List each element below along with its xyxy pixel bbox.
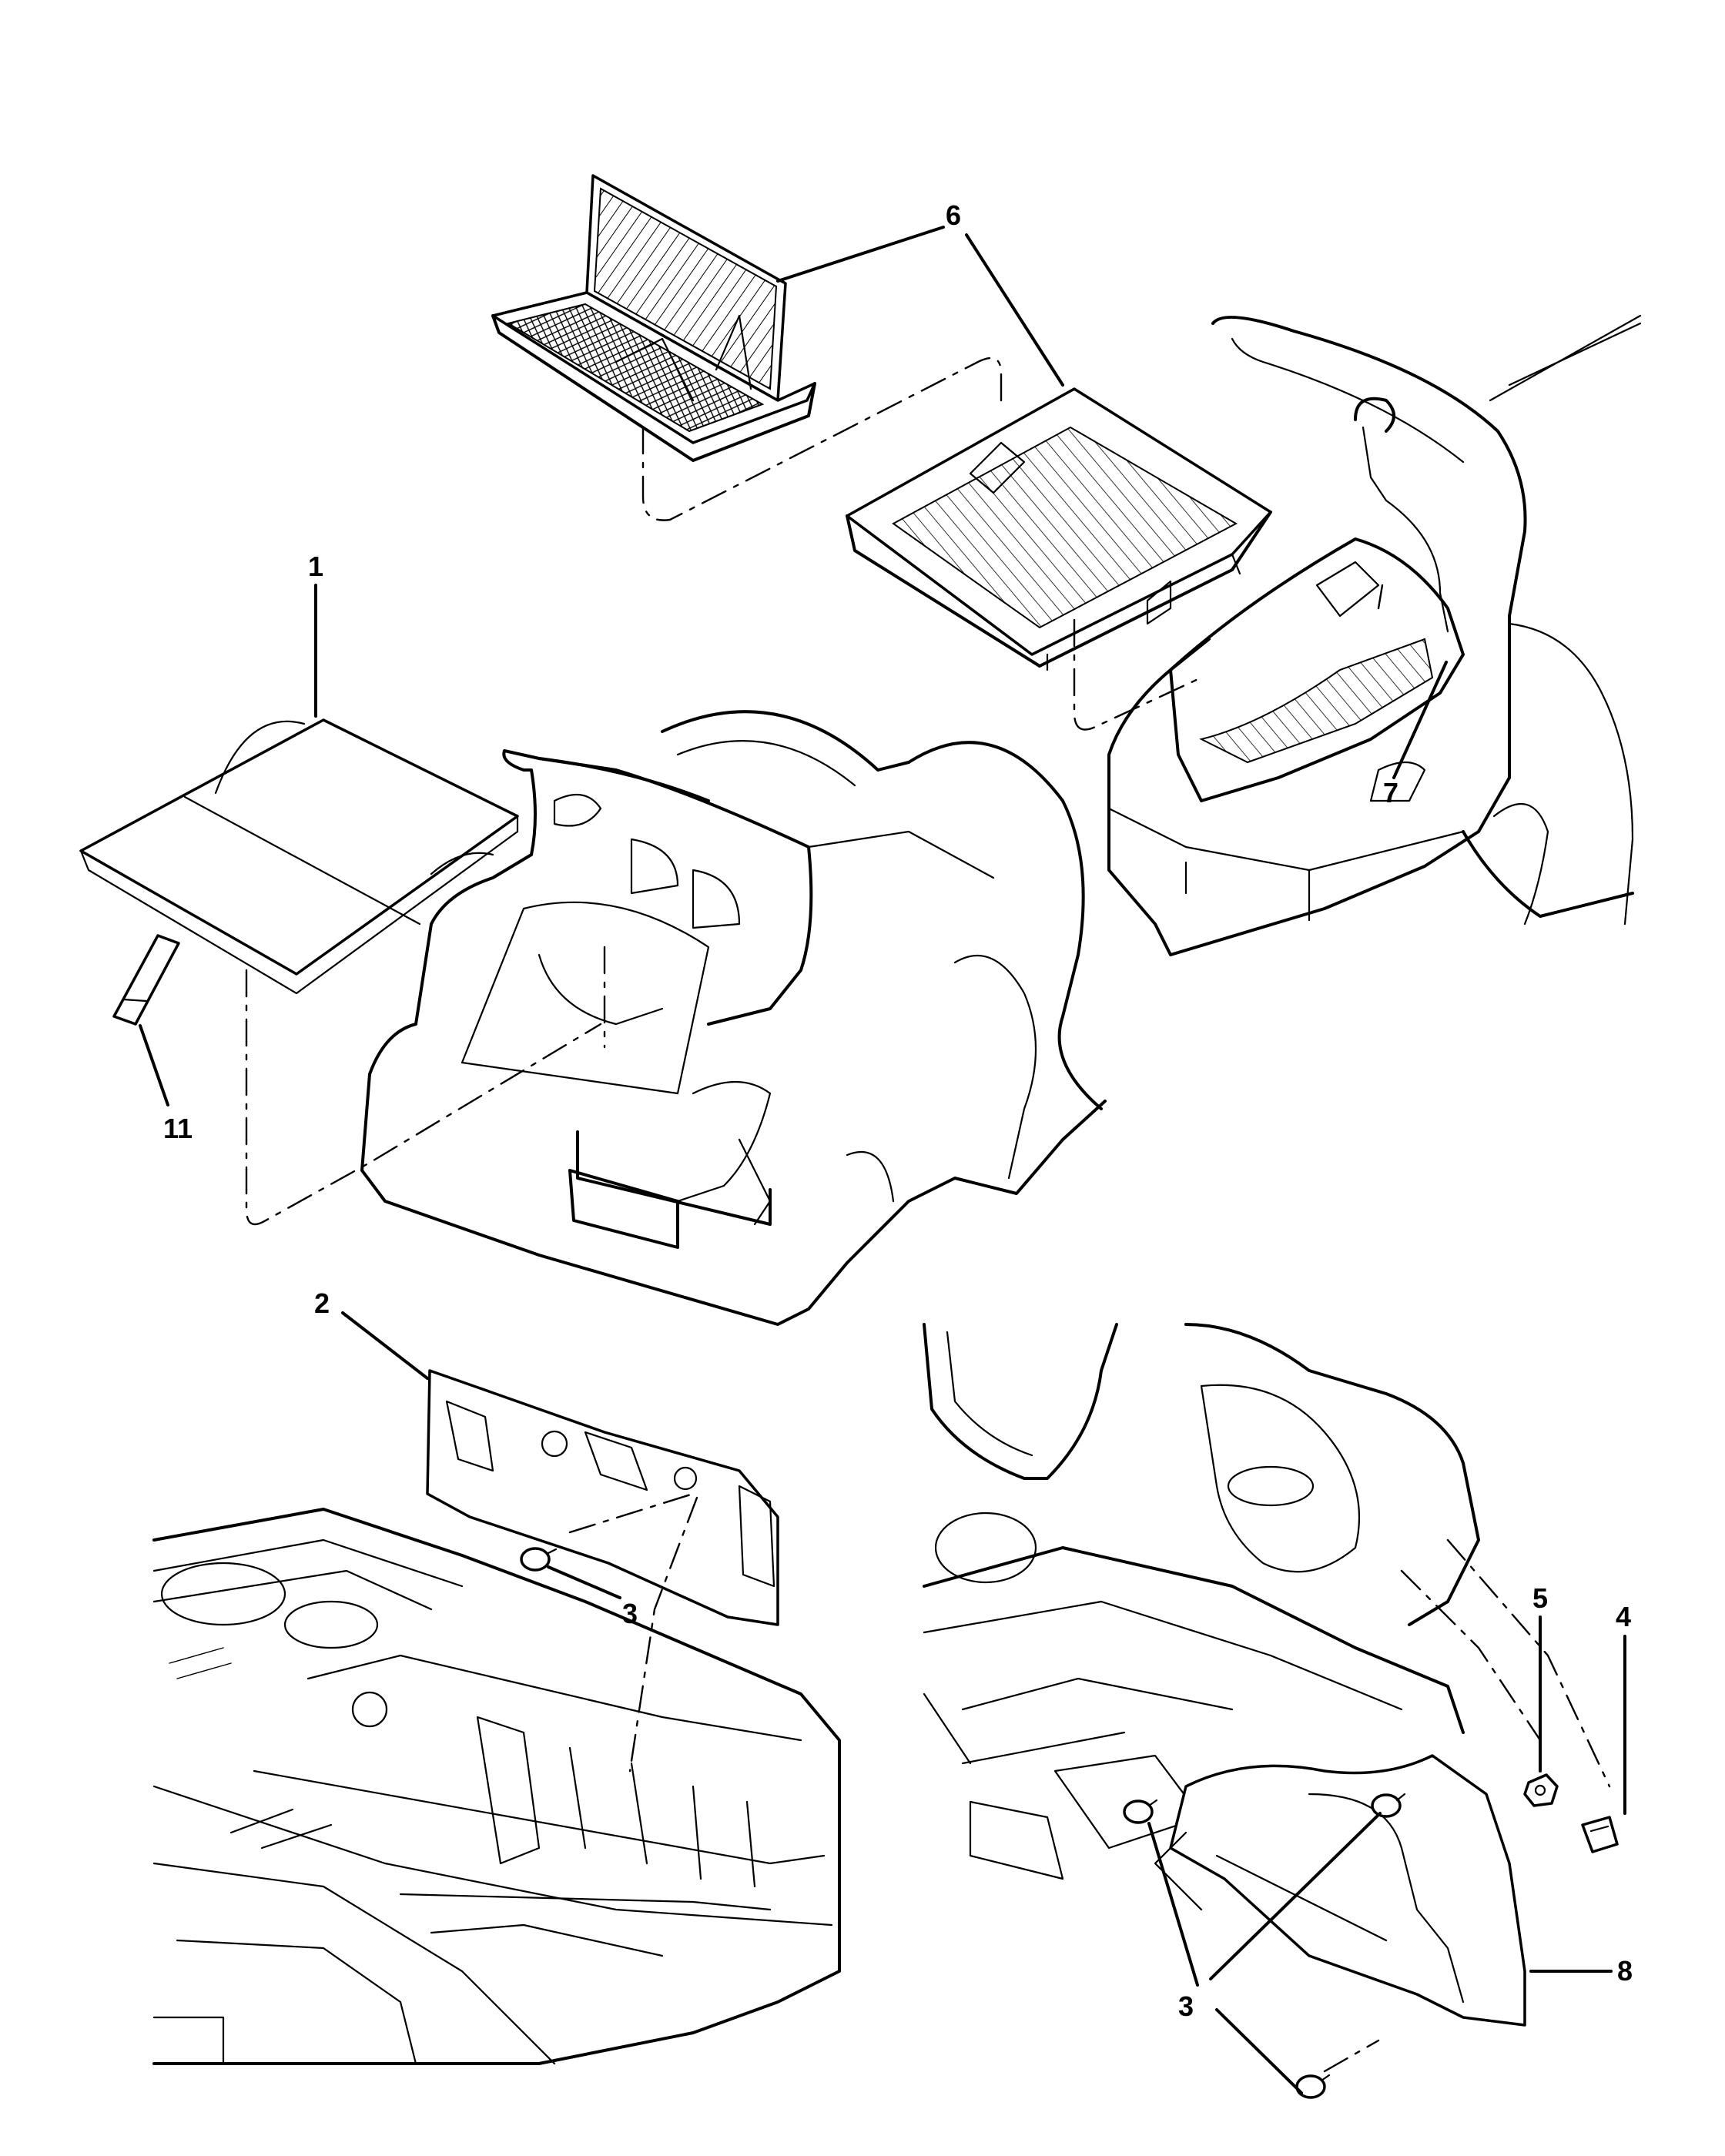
assembly-lines: [245, 357, 1611, 2073]
sedan-rear-illustration: [360, 710, 1107, 1326]
fasteners: [520, 1547, 1619, 2099]
callout-11: 11: [163, 1113, 193, 1144]
callout-3-lower: 3: [1178, 1990, 1194, 2022]
wagon-underbody-illustration: [923, 1323, 1526, 2027]
leader-6-left: [776, 226, 945, 283]
push-pin-3-upper: [520, 1547, 558, 1572]
leader-3-a: [1147, 1822, 1199, 1987]
nut-5: [1523, 1773, 1559, 1807]
leader-7: [1392, 661, 1448, 779]
strap-illustration: [112, 934, 180, 1026]
trim-panel-illustration: [426, 1369, 779, 1626]
push-pin-3-mid: [1371, 1793, 1406, 1818]
floor-pan-illustration: [152, 1508, 841, 2065]
leader-11: [139, 1024, 169, 1106]
leader-lines: [139, 226, 1626, 2094]
callout-5: 5: [1532, 1582, 1548, 1614]
callout-2: 2: [314, 1287, 330, 1319]
callout-1: 1: [308, 551, 323, 582]
callout-4: 4: [1616, 1601, 1631, 1632]
leader-6-right: [965, 233, 1064, 387]
callout-3-upper: 3: [622, 1598, 638, 1629]
push-pin-3-left: [1123, 1799, 1158, 1824]
leader-2: [341, 1311, 429, 1380]
cargo-organizer-illustration: [491, 174, 816, 462]
cargo-tray-illustration: [846, 387, 1272, 671]
leader-3-left: [547, 1565, 621, 1599]
wagon-rear-illustration: [1107, 314, 1642, 956]
callout-labels: 1 2 3 3 4 5 6 7 8 11: [163, 199, 1633, 2022]
callout-8: 8: [1617, 1955, 1633, 1987]
trunk-mat-illustration: [79, 718, 519, 995]
leader-3-c: [1215, 2008, 1303, 2094]
callout-7: 7: [1383, 777, 1398, 808]
clip-4: [1581, 1816, 1619, 1853]
leader-3-b: [1209, 1812, 1382, 1980]
callout-6: 6: [946, 199, 961, 231]
